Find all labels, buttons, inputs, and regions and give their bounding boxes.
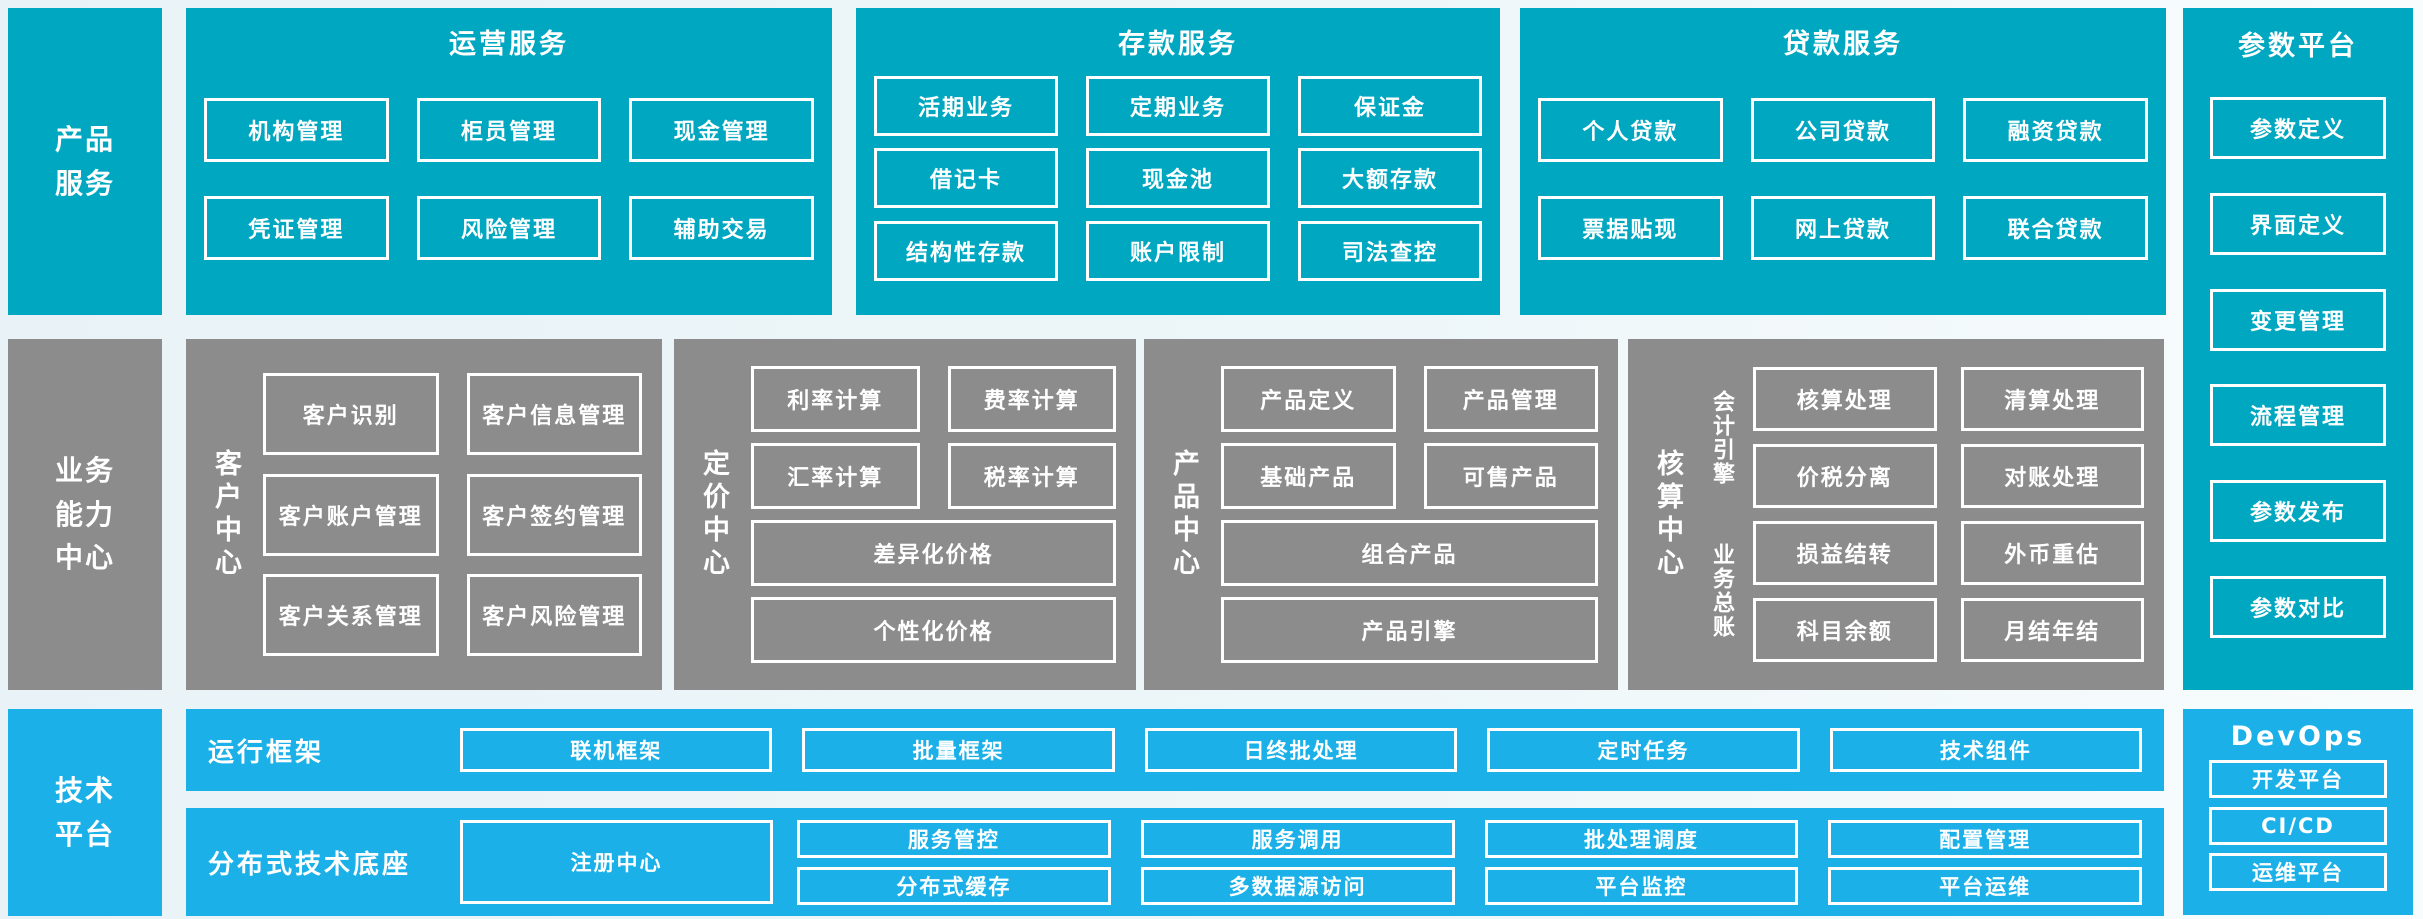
diagram-box: 凭证管理: [204, 195, 389, 260]
diagram-box: 清算处理: [1960, 367, 2144, 432]
diagram-box: 活期业务: [874, 75, 1058, 136]
customer-center-label: 客户中心: [210, 448, 241, 581]
diagram-box: 结构性存款: [874, 220, 1058, 281]
diagram-box: 客户签约管理: [466, 473, 642, 556]
pricing-center-label: 定价中心: [698, 448, 729, 581]
diagram-box: 风险管理: [416, 195, 602, 260]
business-capability-sidebar: 业务 能力 中心: [8, 339, 162, 690]
diagram-box: 账户限制: [1086, 220, 1270, 281]
diagram-box: 外币重估: [1960, 520, 2144, 585]
section-title: 存款服务: [1118, 29, 1238, 60]
section-title: 贷款服务: [1783, 29, 1903, 60]
diagram-box: 客户关系管理: [263, 573, 439, 656]
diagram-box: 对账处理: [1960, 444, 2144, 509]
diagram-box: 基础产品: [1221, 443, 1396, 509]
diagram-box: 辅助交易: [629, 195, 815, 260]
diagram-box: 费率计算: [947, 366, 1116, 432]
diagram-box: 客户识别: [263, 373, 439, 456]
diagram-box: 平台运维: [1828, 866, 2142, 905]
technology-platform-sidebar: 技术 平台: [8, 709, 162, 916]
diagram-box: 利率计算: [751, 366, 920, 432]
section-deposit-services: 存款服务 活期业务 定期业务 保证金 借记卡 现金池 大额存款 结构性存款 账户…: [856, 8, 1500, 315]
business-ledger-label: 业务总账: [1709, 543, 1734, 640]
diagram-box: 可售产品: [1423, 443, 1598, 509]
diagram-box: 组合产品: [1221, 520, 1598, 586]
accounting-engine-label: 会计引擎: [1709, 389, 1734, 486]
diagram-box: 产品引擎: [1221, 597, 1598, 663]
diagram-box: 税率计算: [947, 443, 1116, 509]
product-center-section: 产品中心 产品定义 产品管理 基础产品 可售产品 组合产品 产品引擎: [1144, 339, 1618, 690]
distributed-base-label: 分布式技术底座: [208, 849, 412, 880]
accounting-center-section: 核算中心 会计引擎 核算处理 清算处理 价税分离 对账处理 业务总账 损益结转 …: [1628, 339, 2164, 690]
diagram-box: 产品管理: [1423, 366, 1598, 432]
diagram-box: 定期业务: [1086, 75, 1270, 136]
diagram-box: 保证金: [1298, 75, 1482, 136]
diagram-box: 司法查控: [1298, 220, 1482, 281]
diagram-box: 服务管控: [797, 819, 1111, 858]
diagram-box: 配置管理: [1828, 819, 2142, 858]
diagram-box: 汇率计算: [751, 443, 920, 509]
diagram-box: 客户账户管理: [263, 473, 439, 556]
diagram-box: 客户风险管理: [466, 573, 642, 656]
diagram-box: 月结年结: [1960, 597, 2144, 662]
section-operations-services: 运营服务 机构管理 柜员管理 现金管理 凭证管理 风险管理 辅助交易: [186, 8, 832, 315]
diagram-box: 联机框架: [460, 728, 773, 772]
diagram-box: 界面定义: [2210, 192, 2386, 255]
diagram-box: 公司贷款: [1750, 98, 1936, 163]
diagram-box: 机构管理: [204, 98, 389, 163]
diagram-box: 科目余额: [1753, 597, 1937, 662]
diagram-box: 票据贴现: [1538, 195, 1723, 260]
diagram-box: 个人贷款: [1538, 98, 1723, 163]
pricing-center-section: 定价中心 利率计算 费率计算 汇率计算 税率计算 差异化价格 个性化价格: [674, 339, 1136, 690]
diagram-box: 开发平台: [2209, 760, 2387, 799]
accounting-center-label: 核算中心: [1652, 448, 1683, 581]
diagram-box: 个性化价格: [751, 597, 1116, 663]
diagram-box: 融资贷款: [1963, 98, 2149, 163]
diagram-box: 参数对比: [2210, 576, 2386, 639]
diagram-box: 参数定义: [2210, 96, 2386, 159]
diagram-box: 变更管理: [2210, 288, 2386, 351]
diagram-box: 批处理调度: [1484, 819, 1799, 858]
diagram-box: CI/CD: [2209, 806, 2387, 845]
diagram-box: 技术组件: [1829, 728, 2143, 772]
diagram-box: 现金管理: [629, 98, 815, 163]
diagram-box: 服务调用: [1140, 819, 1455, 858]
section-loan-services: 贷款服务 个人贷款 公司贷款 融资贷款 票据贴现 网上贷款 联合贷款: [1520, 8, 2166, 315]
diagram-box: 柜员管理: [416, 98, 602, 163]
diagram-box: 平台监控: [1484, 866, 1799, 905]
devops-title: DevOps: [2230, 721, 2366, 752]
distributed-base-row: 分布式技术底座 注册中心 服务管控 服务调用 批处理调度 配置管理 分布式缓存 …: [186, 808, 2164, 916]
product-center-label: 产品中心: [1168, 448, 1199, 581]
diagram-box: 日终批处理: [1144, 728, 1458, 772]
diagram-box: 注册中心: [460, 820, 773, 904]
parameter-platform-panel: 参数平台 参数定义 界面定义 变更管理 流程管理 参数发布 参数对比: [2183, 8, 2413, 690]
diagram-box: 参数发布: [2210, 480, 2386, 543]
diagram-box: 客户信息管理: [466, 373, 642, 456]
runtime-framework-label: 运行框架: [208, 737, 325, 768]
diagram-box: 联合贷款: [1963, 195, 2149, 260]
diagram-box: 流程管理: [2210, 384, 2386, 447]
runtime-framework-row: 运行框架 联机框架 批量框架 日终批处理 定时任务 技术组件: [186, 709, 2164, 791]
diagram-box: 分布式缓存: [797, 866, 1111, 905]
diagram-box: 差异化价格: [751, 520, 1116, 586]
customer-center-section: 客户中心 客户识别 客户信息管理 客户账户管理 客户签约管理 客户关系管理 客户…: [186, 339, 662, 690]
diagram-box: 借记卡: [874, 148, 1058, 208]
product-services-sidebar: 产品 服务: [8, 8, 162, 315]
diagram-box: 核算处理: [1753, 367, 1937, 432]
devops-panel: DevOps 开发平台 CI/CD 运维平台: [2183, 709, 2413, 915]
section-title: 参数平台: [2238, 31, 2358, 62]
diagram-box: 损益结转: [1753, 520, 1937, 585]
diagram-box: 产品定义: [1221, 366, 1396, 432]
diagram-box: 大额存款: [1298, 148, 1482, 208]
diagram-box: 现金池: [1086, 148, 1270, 208]
diagram-box: 批量框架: [802, 728, 1115, 772]
diagram-box: 定时任务: [1487, 728, 1800, 772]
diagram-box: 运维平台: [2209, 852, 2387, 891]
section-title: 运营服务: [449, 29, 569, 60]
diagram-box: 价税分离: [1753, 444, 1937, 509]
diagram-box: 网上贷款: [1750, 195, 1936, 260]
diagram-box: 多数据源访问: [1140, 866, 1455, 905]
